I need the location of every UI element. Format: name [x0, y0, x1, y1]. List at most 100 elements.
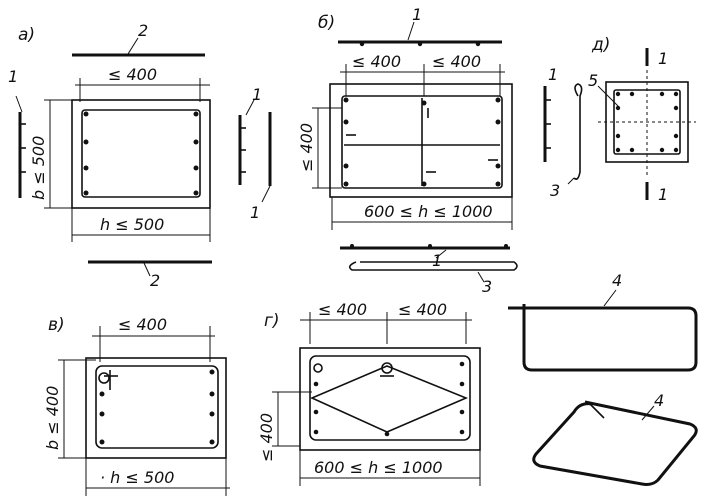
panel-b-bars — [343, 97, 501, 187]
panel-g-corner-bar — [313, 363, 323, 373]
panel-g: г) ≤ 400 ≤ 400 ≤ 400 — [257, 300, 481, 486]
panel-v-top-dim: ≤ 400 — [118, 315, 167, 334]
bar-dot — [209, 411, 215, 417]
panel-v-bottom-dim: · h ≤ 500 — [100, 468, 174, 487]
panel-a-bottom-dim: h ≤ 500 — [100, 215, 164, 234]
panel-g-bottom-dim: 600 ≤ h ≤ 1000 — [314, 458, 443, 477]
stirrup-lower-leader — [641, 405, 655, 421]
bar-dot — [615, 147, 621, 153]
panel-g-top-dim-right: ≤ 400 — [398, 300, 447, 319]
panel-d-callout-1-left: 1 — [548, 65, 558, 84]
panel-g-side-dim: ≤ 400 — [257, 413, 276, 462]
bar-dot — [83, 139, 89, 145]
panel-a-section-outline — [71, 99, 211, 209]
bar-dot — [209, 439, 215, 445]
panel-a-callout-1-right-lower: 1 — [250, 203, 260, 222]
panel-d-bars — [615, 91, 679, 153]
panel-stirrups: 4 4 — [508, 271, 698, 486]
bar-dot — [359, 41, 365, 47]
panel-b: б) 1 ≤ 400 ≤ 400 — [297, 5, 518, 296]
panel-a-callout-2-top: 2 — [138, 21, 148, 40]
bar-dot — [193, 139, 199, 145]
bar-dot — [350, 244, 354, 248]
panel-v-section-outline — [85, 357, 227, 459]
panel-g-section-outline — [299, 347, 481, 451]
panel-b-bottom-dim: 600 ≤ h ≤ 1000 — [364, 202, 493, 221]
panel-a-callout-2-bottom: 2 — [150, 271, 160, 290]
bar-dot — [495, 181, 501, 187]
bar-dot — [343, 97, 349, 103]
panel-b-callout-1-bottom: 1 — [432, 251, 442, 270]
panel-v-bars — [99, 369, 215, 445]
panel-d-leader-5 — [597, 85, 619, 107]
panel-d-leader-3 — [567, 177, 575, 185]
panel-v-side-dim: b ≤ 400 — [43, 386, 62, 450]
panel-b-label: б) — [318, 13, 335, 33]
panel-g-stirrup — [309, 355, 471, 441]
panel-b-leader-1-top — [407, 21, 415, 41]
panel-d-callout-3: 3 — [550, 181, 560, 200]
bar-dot — [615, 133, 621, 139]
bar-dot — [99, 391, 105, 397]
stirrup-upper-leader — [603, 289, 617, 307]
panel-d-callout-1-section-bottom: 1 — [658, 185, 668, 204]
panel-v: в) ≤ 400 b ≤ 400 · h ≤ 500 — [43, 315, 230, 496]
bar-dot — [83, 190, 89, 196]
stirrup-lower-callout: 4 — [654, 391, 664, 410]
panel-b-section-outline — [329, 83, 513, 198]
bar-dot — [459, 381, 465, 387]
bar-dot — [459, 361, 465, 367]
panel-a-leader-1-right-upper — [245, 99, 255, 116]
bar-dot — [193, 165, 199, 171]
bar-dot — [421, 181, 427, 187]
stirrup-lower-hook — [587, 401, 605, 419]
bar-dot — [99, 411, 105, 417]
panel-a-callout-1-left: 1 — [8, 67, 18, 86]
bar-dot — [209, 391, 215, 397]
bar-dot — [629, 147, 635, 153]
bar-dot — [629, 91, 635, 97]
bar-dot — [615, 105, 621, 111]
panel-a-callout-1-right-upper: 1 — [252, 85, 262, 104]
bar-dot — [384, 431, 390, 437]
bar-dot — [83, 111, 89, 117]
panel-d-callout-1-section-top: 1 — [658, 49, 668, 68]
panel-g-top-center-bar — [381, 362, 393, 374]
panel-a-side-dim: b ≤ 500 — [29, 136, 48, 200]
bar-dot — [343, 163, 349, 169]
bar-dot — [459, 409, 465, 415]
panel-g-top-dim-left: ≤ 400 — [318, 300, 367, 319]
bar-dot — [209, 369, 215, 375]
panel-a-top-dim: ≤ 400 — [108, 65, 157, 84]
panel-g-bars — [313, 361, 465, 437]
stirrup-lower — [532, 400, 698, 486]
panel-g-label: г) — [264, 311, 280, 331]
bar-dot — [504, 244, 508, 248]
panel-b-callout-3: 3 — [482, 277, 492, 296]
panel-g-diamond-tie — [310, 365, 469, 433]
bar-dot — [343, 119, 349, 125]
bar-dot — [615, 91, 621, 97]
panel-b-leader-1-bottom — [435, 249, 447, 259]
panel-b-top-dim-right: ≤ 400 — [432, 52, 481, 71]
bar-dot — [673, 147, 679, 153]
bar-dot — [495, 97, 501, 103]
panel-b-side-dim: ≤ 400 — [297, 123, 316, 172]
panel-b-callout-1-top: 1 — [412, 5, 422, 24]
panel-v-corner-bar — [98, 372, 110, 384]
bar-dot — [193, 111, 199, 117]
panel-a-leader-1-left — [15, 95, 23, 113]
panel-a-stirrup — [81, 109, 201, 198]
panel-a-leader-2-bottom — [143, 262, 151, 277]
bar-dot — [313, 429, 319, 435]
panel-v-label: в) — [48, 315, 65, 335]
panel-d-label: д) — [591, 35, 610, 55]
bar-dot — [475, 41, 481, 47]
panel-b-bottom-stirrup — [348, 261, 518, 271]
bar-dot — [659, 91, 665, 97]
bar-dot — [343, 181, 349, 187]
panel-a-leader-2-top — [127, 37, 139, 55]
panel-b-outer-stirrup — [341, 95, 503, 189]
bar-dot — [193, 190, 199, 196]
